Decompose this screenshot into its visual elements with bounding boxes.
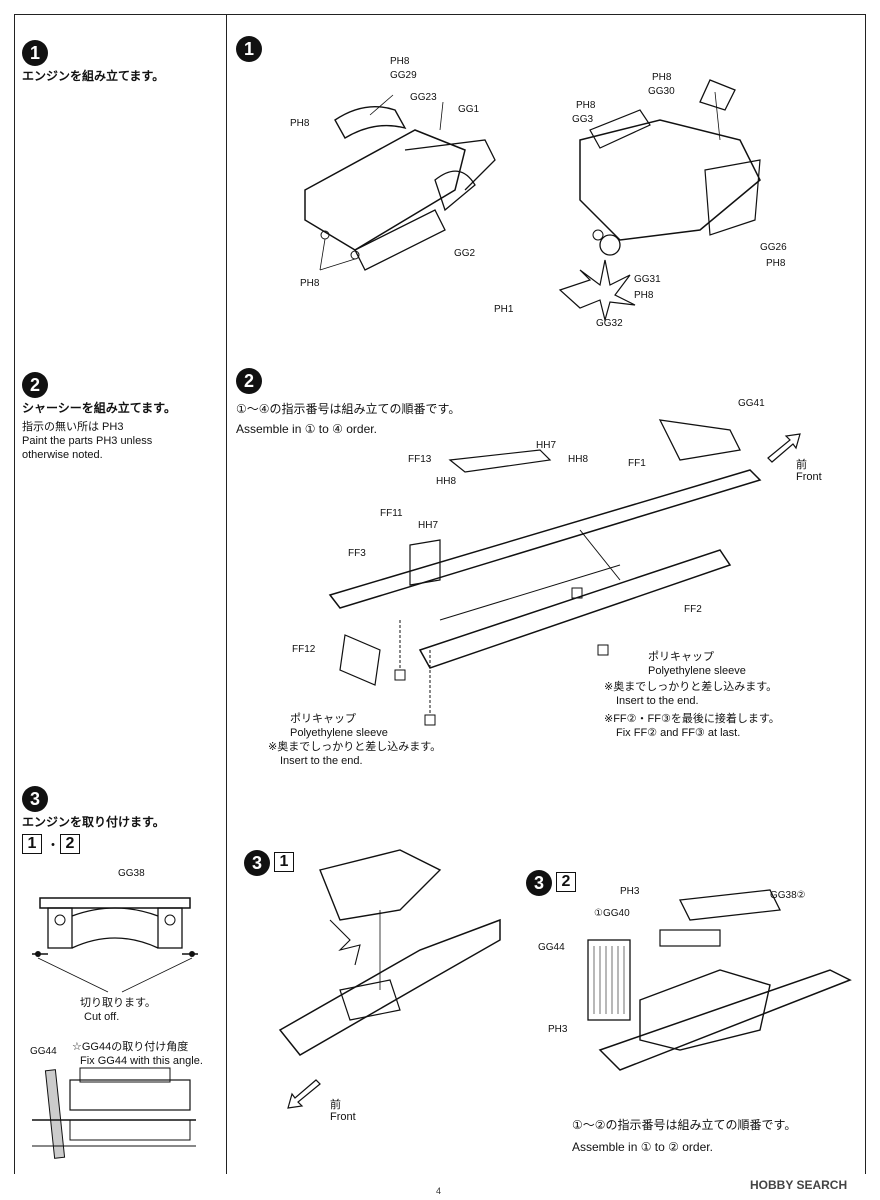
fix-note-jp: ※FF②・FF③を最後に接着します。 (604, 713, 780, 725)
step1-badge-left: 1 (22, 40, 48, 66)
step2-title: シャーシーを組み立てます。 (22, 401, 176, 415)
page-number: 4 (436, 1186, 442, 1196)
s1r-label-gg30: GG30 (648, 86, 675, 97)
poly-right-note-en: Insert to the end. (616, 695, 699, 707)
front-arrow-step2 (767, 433, 801, 463)
poly-right-jp: ポリキャップ (648, 651, 714, 663)
s1r-label-ph1: PH1 (494, 304, 514, 315)
step2-note-jp: 指示の無い所は PH3 (22, 421, 124, 433)
s2-label-ff1: FF1 (628, 458, 646, 469)
frame-top (14, 14, 866, 15)
s2-label-ff12: FF12 (292, 644, 316, 655)
step3-front-jp: 前 (330, 1099, 341, 1111)
step2-badge-right: 2 (236, 368, 262, 394)
step2-order-jp: ①～④の指示番号は組み立ての順番です。 (236, 402, 461, 416)
s2-label-hh7-b: HH7 (418, 520, 439, 531)
s1r-label-gg26: GG26 (760, 242, 787, 253)
step3-sub1-box: 1 (274, 852, 294, 872)
poly-left-jp: ポリキャップ (290, 713, 356, 725)
cut-off-jp: 切り取ります。 (80, 997, 156, 1009)
s1-label-gg1: GG1 (458, 104, 480, 115)
s2-label-hh7-a: HH7 (536, 440, 557, 451)
step1-title: エンジンを組み立てます。 (22, 69, 165, 83)
label-gg38-left: GG38 (118, 868, 145, 879)
engine-block-right-drawing (558, 79, 761, 323)
poly-right-note-jp: ※奥までしっかりと差し込みます。 (604, 681, 778, 693)
s1-label-gg23: GG23 (410, 92, 437, 103)
s1r-label-gg3: GG3 (572, 114, 594, 125)
step3-dot: ・ (46, 837, 60, 853)
poly-left-note-en: Insert to the end. (280, 755, 363, 767)
poly-left-note-jp: ※奥までしっかりと差し込みます。 (268, 741, 442, 753)
s3-label-gg38-2: GG38② (770, 890, 806, 901)
fix-note-en: Fix FF② and FF③ at last. (616, 727, 741, 739)
step2-order-en: Assemble in ① to ④ order. (236, 422, 377, 436)
poly-left-en: Polyethylene sleeve (290, 727, 388, 739)
s2-label-ff13: FF13 (408, 454, 432, 465)
s1-label-ph8-b: PH8 (290, 118, 310, 129)
step3-front-en: Front (330, 1111, 356, 1123)
step3-order-jp: ①～②の指示番号は組み立ての順番です。 (572, 1118, 797, 1132)
s1-label-gg2: GG2 (454, 248, 476, 259)
step2-front-en: Front (796, 471, 822, 483)
cut-off-en: Cut off. (84, 1011, 120, 1023)
step1-badge-right: 1 (236, 36, 262, 62)
s1r-label-ph8-c: PH8 (766, 258, 786, 269)
s3-label-ph3-b: PH3 (548, 1024, 568, 1035)
engine-install-sub1-drawing (278, 849, 501, 1056)
s1r-label-ph8-b: PH8 (576, 100, 596, 111)
step3-badge-sub2: 3 (526, 870, 552, 896)
s2-label-gg41: GG41 (738, 398, 765, 409)
engine-block-left-drawing (304, 94, 496, 271)
step3-box-1: 1 (22, 834, 42, 854)
s1r-label-ph8-d: PH8 (634, 290, 654, 301)
s2-label-hh8-a: HH8 (568, 454, 589, 465)
s2-label-ff2: FF2 (684, 604, 702, 615)
s2-label-hh8-b: HH8 (436, 476, 457, 487)
step2-badge-left: 2 (22, 372, 48, 398)
step2-front-jp: 前 (796, 459, 807, 471)
radiator-support-drawing (32, 897, 198, 993)
s2-label-ff11: FF11 (380, 508, 403, 519)
s1r-label-gg31: GG31 (634, 274, 661, 285)
gg44-angle-jp: ☆GG44の取り付け角度 (72, 1041, 189, 1053)
chassis-frame-drawing (328, 419, 762, 726)
step3-badge-sub1: 3 (244, 850, 270, 876)
s1r-label-ph8-a: PH8 (652, 72, 672, 83)
label-gg44-left: GG44 (30, 1046, 57, 1057)
s3-label-ph3-a: PH3 (620, 886, 640, 897)
front-arrow-sub1 (287, 1079, 321, 1109)
hobby-search-watermark: HOBBY SEARCH (750, 1178, 848, 1192)
step2-note-en: Paint the parts PH3 unless otherwise not… (22, 435, 153, 461)
s3-label-gg40: ①GG40 (594, 908, 630, 919)
gg44-angle-drawing (32, 1067, 196, 1159)
gg44-angle-en: Fix GG44 with this angle. (80, 1055, 203, 1067)
step3-badge-left: 3 (22, 786, 48, 812)
s3-label-gg44: GG44 (538, 942, 565, 953)
frame-divider (226, 14, 227, 1174)
engine-install-sub2-drawing (587, 889, 852, 1071)
step3-order-en: Assemble in ① to ② order. (572, 1140, 713, 1154)
step3-box-2: 2 (60, 834, 80, 854)
s1-label-ph8-c: PH8 (300, 278, 320, 289)
s1-label-ph8-a: PH8 (390, 56, 410, 67)
s2-label-ff3: FF3 (348, 548, 366, 559)
poly-right-en: Polyethylene sleeve (648, 665, 746, 677)
frame-right (865, 14, 866, 1174)
s1-label-gg29: GG29 (390, 70, 417, 81)
step3-sub2-box: 2 (556, 872, 576, 892)
frame-left (14, 14, 15, 1174)
step3-title: エンジンを取り付けます。 (22, 815, 165, 829)
s1r-label-gg32: GG32 (596, 318, 623, 329)
